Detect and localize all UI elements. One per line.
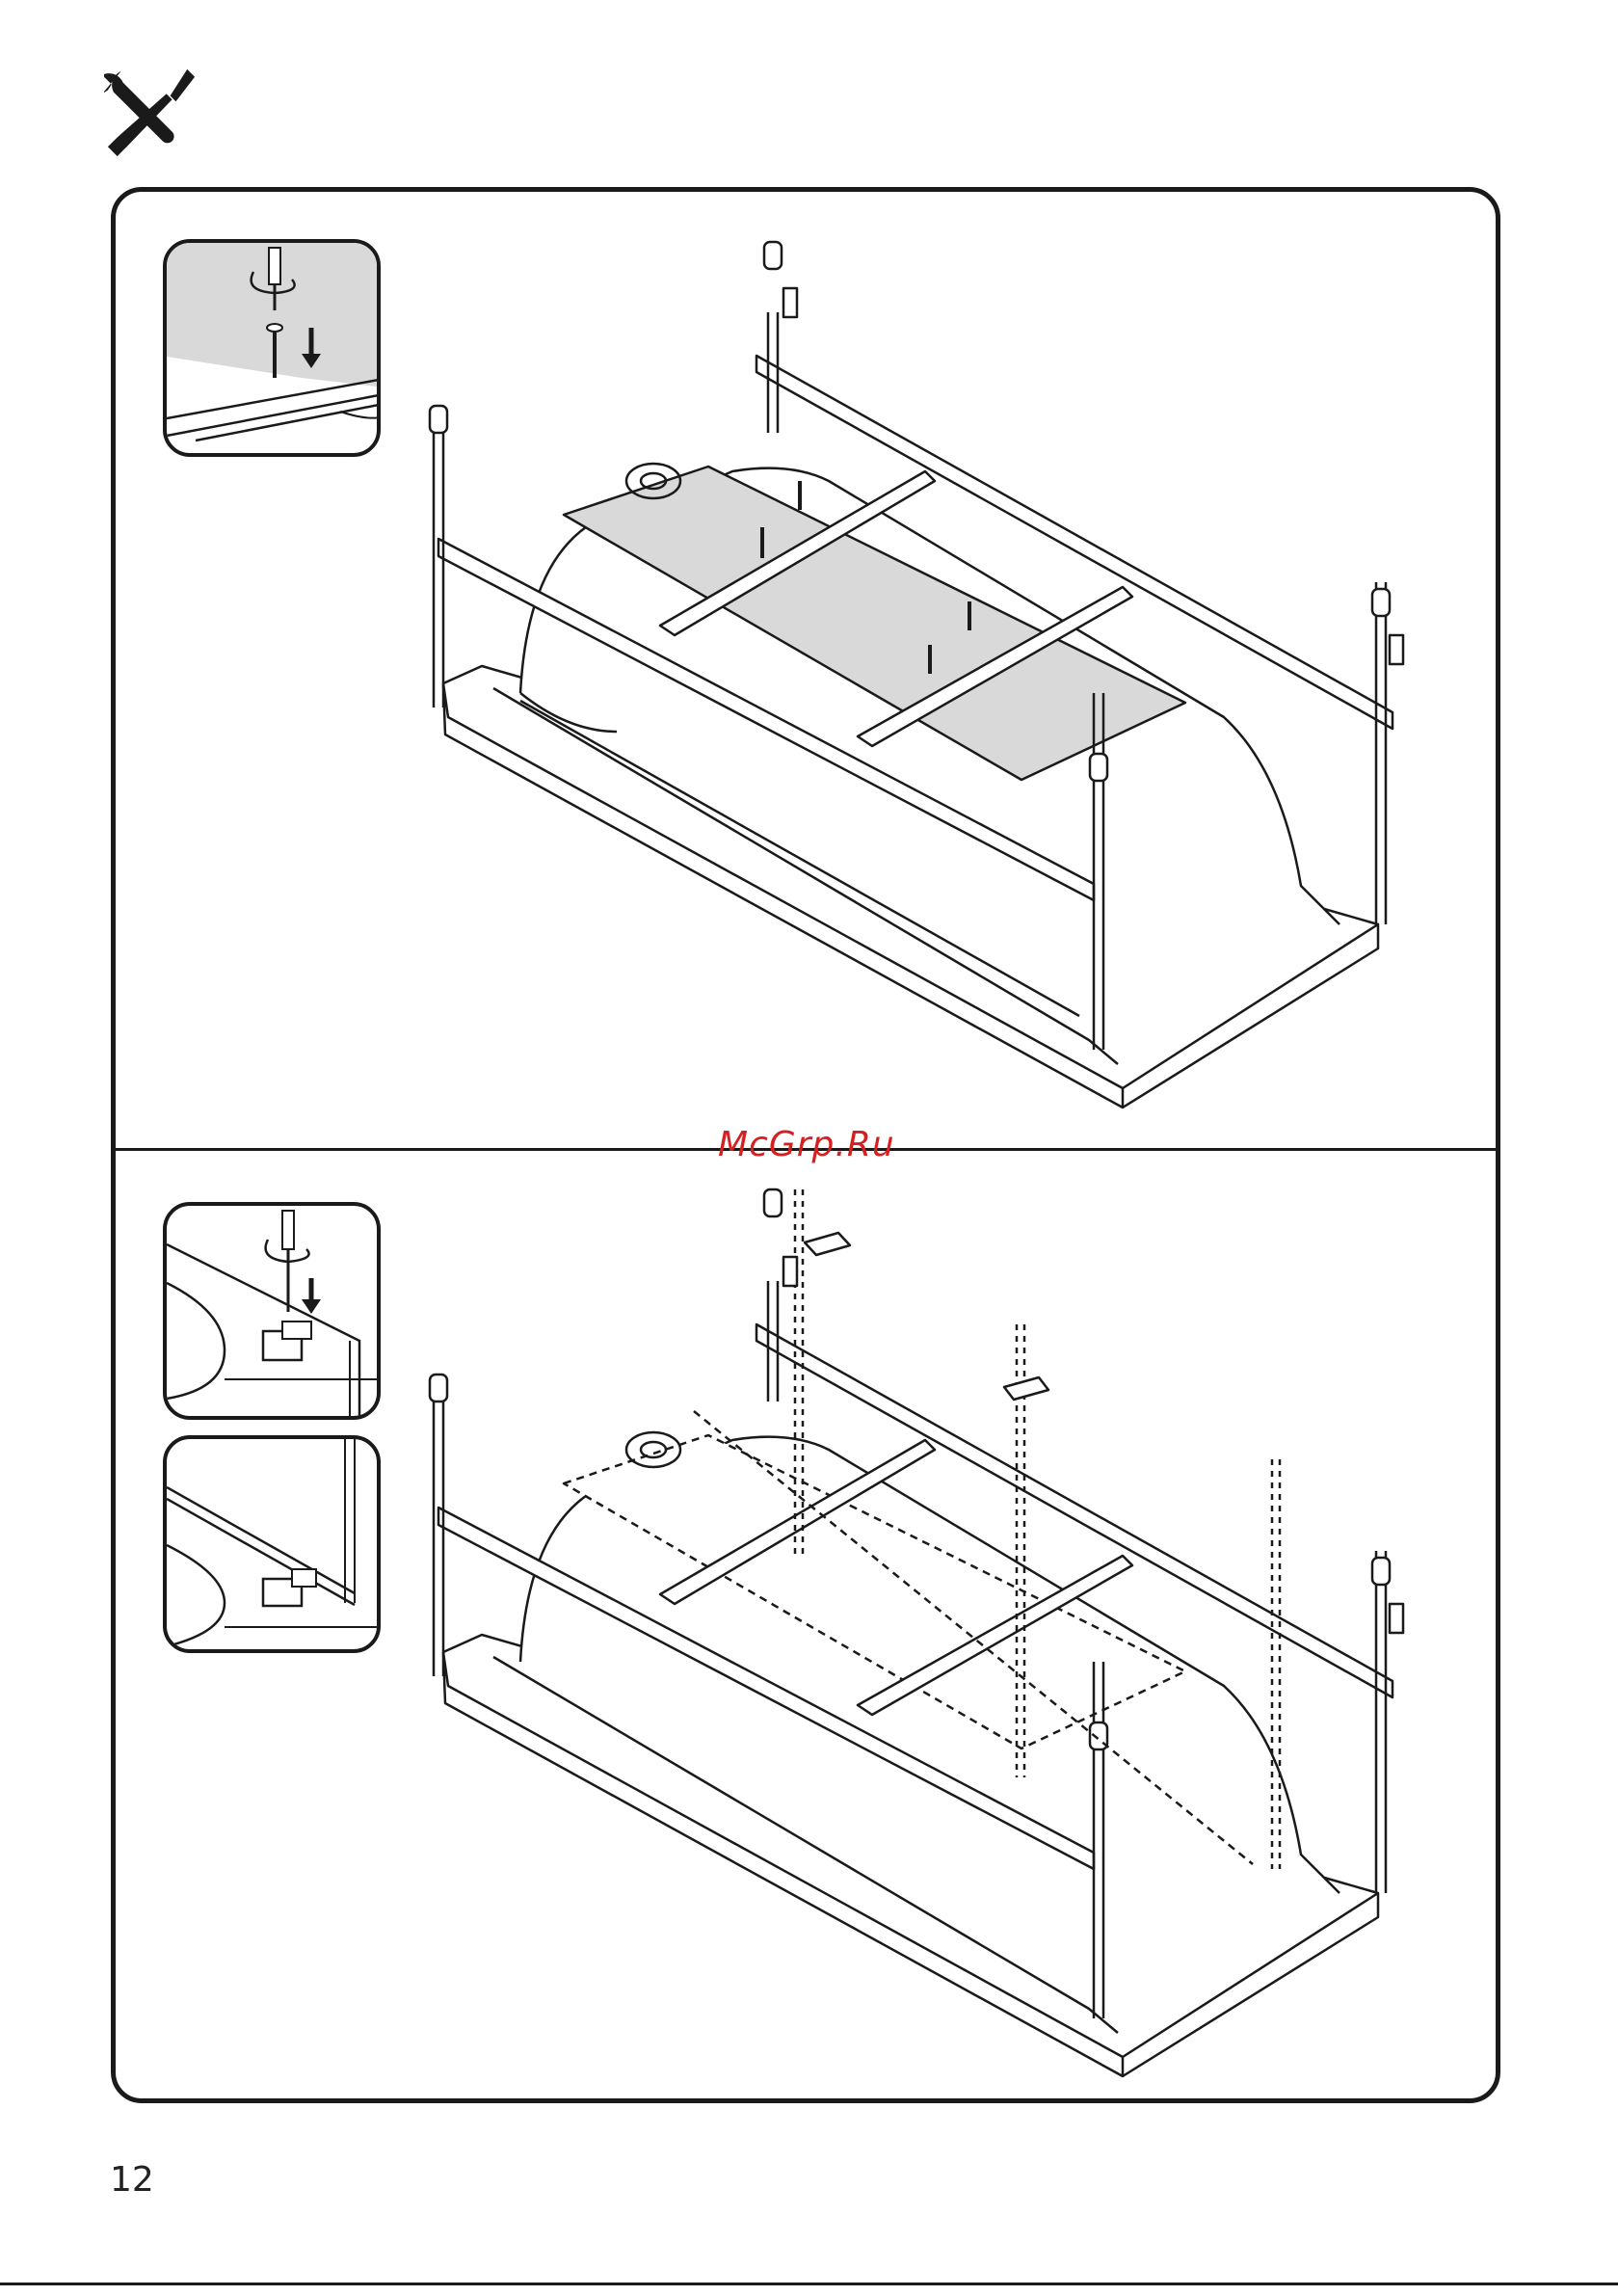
tools-icon bbox=[104, 66, 199, 160]
step-bottom-panel bbox=[116, 1151, 1496, 2098]
screwdriver-screw-detail-inset bbox=[163, 239, 381, 457]
page-number: 12 bbox=[110, 2160, 154, 2200]
step-top-panel bbox=[116, 192, 1496, 1148]
bracket-installed-detail-inset bbox=[163, 1435, 381, 1653]
bottom-rule bbox=[0, 2283, 1618, 2285]
watermark: McGrp.Ru bbox=[718, 1125, 895, 1164]
bracket-screw-detail-inset bbox=[163, 1202, 381, 1420]
